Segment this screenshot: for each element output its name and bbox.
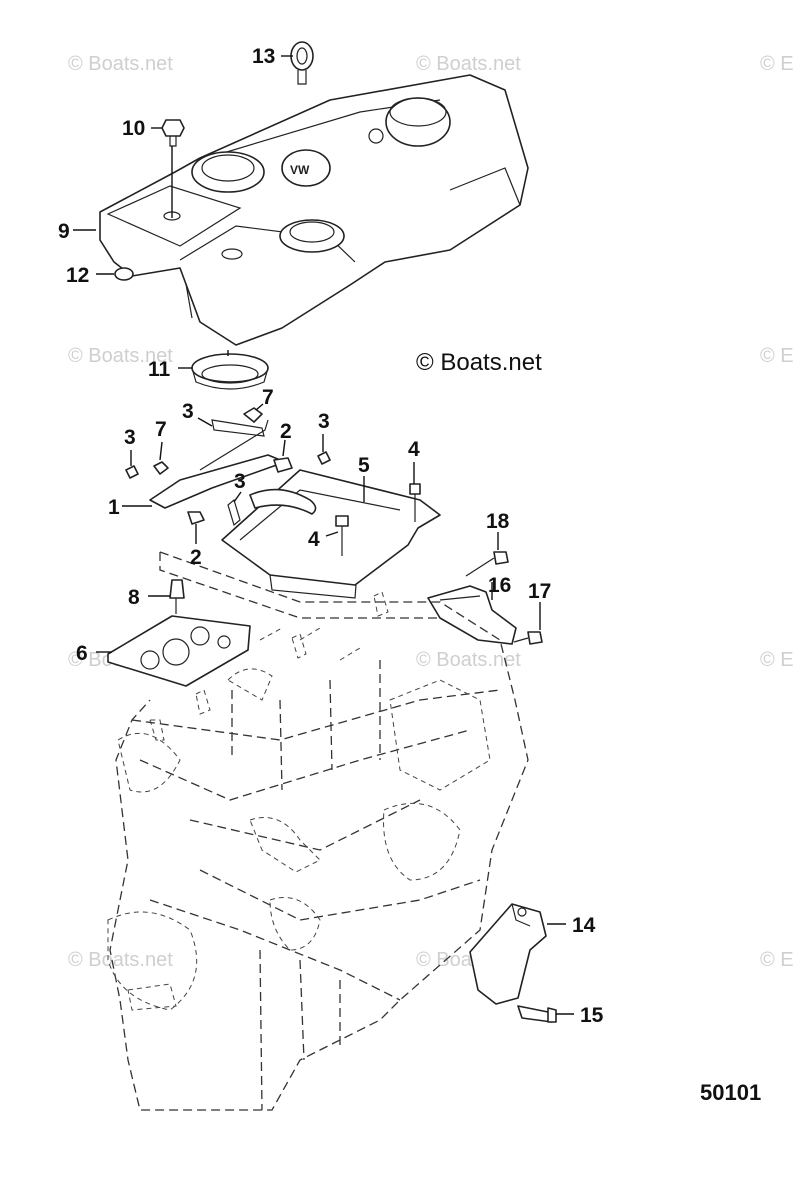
callout-7: 7: [262, 386, 274, 409]
watermark-text: © Boats.net: [416, 649, 521, 671]
callout-14: 14: [572, 914, 596, 937]
callout-6: 6: [76, 642, 88, 665]
callout-5: 5: [358, 454, 370, 477]
callout-13: 13: [252, 45, 275, 68]
callout-9: 9: [58, 220, 70, 243]
callout-16: 16: [488, 574, 511, 597]
figure-number: 50101: [700, 1080, 761, 1105]
watermark-text: © Boats.net: [68, 949, 173, 971]
callout-2: 2: [280, 420, 292, 443]
grommet-12: [114, 267, 134, 281]
vw-logo-icon: VW: [290, 163, 310, 177]
callout-7: 7: [155, 418, 167, 441]
fastener-10: [161, 119, 185, 147]
heat-shield: [427, 551, 543, 645]
bracket-plate: [125, 407, 441, 599]
copyright-text: © Boats.net: [416, 349, 542, 376]
watermark-text: © E: [760, 53, 794, 75]
callout-2: 2: [190, 546, 202, 569]
engine-cover: VW: [99, 74, 529, 346]
engine-block: [107, 551, 529, 1111]
callout-3: 3: [234, 470, 246, 493]
callout-3: 3: [182, 400, 194, 423]
watermark-text: © Boats.net: [68, 53, 173, 75]
watermark-text: © E: [760, 649, 794, 671]
gasket-plate: [107, 579, 251, 687]
leader-lines: [73, 55, 574, 1015]
seal-ring-11: [191, 353, 269, 390]
callout-3: 3: [124, 426, 136, 449]
callout-3: 3: [318, 410, 330, 433]
mount-bracket: [469, 903, 557, 1023]
callout-18: 18: [486, 510, 510, 533]
watermark-text: © Boats.net: [68, 345, 173, 367]
callout-labels: 13 10 9 12 11 3 7 3 2 3 7 3 5 4 1 2 4 18…: [58, 45, 604, 1027]
callout-8: 8: [128, 586, 140, 609]
watermark-text: © Boats.net: [416, 53, 521, 75]
callout-4: 4: [408, 438, 420, 461]
lifting-eye: [290, 41, 314, 85]
watermark-text: © E: [760, 949, 794, 971]
callout-15: 15: [580, 1004, 604, 1027]
watermark-text: © E: [760, 345, 794, 367]
callout-1: 1: [108, 496, 120, 519]
callout-10: 10: [122, 117, 145, 140]
callout-4: 4: [308, 528, 320, 551]
callout-11: 11: [148, 358, 171, 381]
callout-17: 17: [528, 580, 551, 603]
callout-12: 12: [66, 264, 89, 287]
